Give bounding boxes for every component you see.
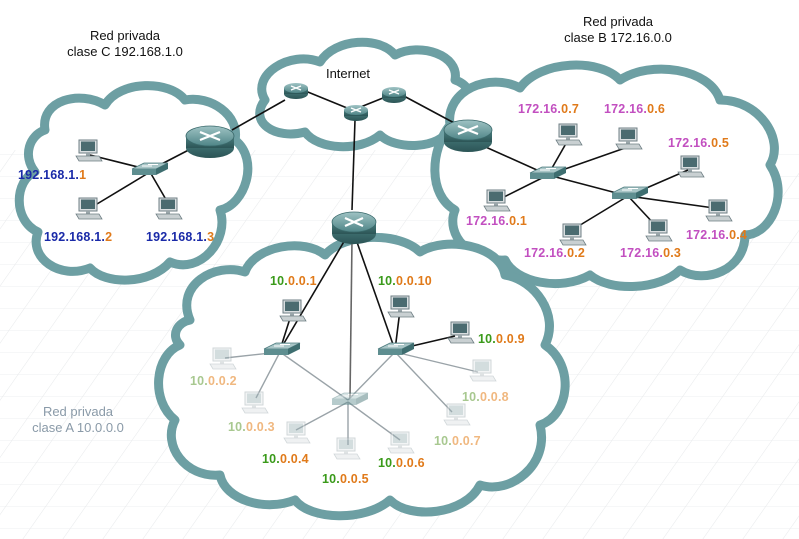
- label-net: 172.16.: [620, 246, 664, 260]
- label-172-16-0-6: 172.16.0.6: [604, 102, 665, 116]
- label-net: 10.: [478, 332, 496, 346]
- router-class-b: [443, 119, 493, 152]
- label-10-0-0-7: 10.0.0.7: [434, 434, 481, 448]
- caption-internet: Internet: [318, 66, 378, 82]
- label-host: 1: [79, 168, 87, 182]
- label-net: 10.: [190, 374, 208, 388]
- label-host: 0.0.7: [451, 434, 481, 448]
- label-net: 192.168.1.: [44, 230, 106, 244]
- label-host: 0.3: [663, 246, 682, 260]
- label-host: 2: [105, 230, 113, 244]
- label-host: 0.0.8: [479, 390, 509, 404]
- label-host: 0.0.6: [395, 456, 425, 470]
- label-172-16-0-1: 172.16.0.1: [466, 214, 527, 228]
- router-internet-1: [284, 83, 308, 99]
- label-net: 10.: [270, 274, 288, 288]
- label-net: 172.16.: [466, 214, 510, 228]
- label-10-0-0-1: 10.0.0.1: [270, 274, 317, 288]
- label-host: 0.4: [729, 228, 748, 242]
- caption-private-a-line1: Red privada: [42, 404, 114, 419]
- label-host: 0.0.2: [207, 374, 237, 388]
- label-net: 172.16.: [518, 102, 562, 116]
- class-a-cloud: [154, 232, 570, 521]
- caption-private-b: Red privada clase B 172.16.0.0: [548, 14, 688, 46]
- caption-private-b-line1: Red privada: [582, 14, 654, 29]
- label-10-0-0-8: 10.0.0.8: [462, 390, 509, 404]
- label-net: 10.: [262, 452, 280, 466]
- label-172-16-0-2: 172.16.0.2: [524, 246, 585, 260]
- label-172-16-0-7: 172.16.0.7: [518, 102, 579, 116]
- label-net: 192.168.1.: [18, 168, 80, 182]
- label-net: 10.: [322, 472, 340, 486]
- label-10-0-0-5: 10.0.0.5: [322, 472, 369, 486]
- router-icon: [185, 83, 493, 244]
- label-host: 0.5: [711, 136, 730, 150]
- label-host: 0.0.3: [245, 420, 275, 434]
- label-host: 0.0.10: [395, 274, 432, 288]
- label-net: 10.: [228, 420, 246, 434]
- label-net: 172.16.: [604, 102, 648, 116]
- label-host: 0.7: [561, 102, 580, 116]
- router-internet-2: [344, 105, 368, 121]
- caption-internet-text: Internet: [325, 66, 371, 81]
- label-net: 172.16.: [668, 136, 712, 150]
- label-172-16-0-3: 172.16.0.3: [620, 246, 681, 260]
- label-net: 10.: [378, 456, 396, 470]
- label-192-168-1-3: 192.168.1.3: [146, 230, 214, 244]
- label-172-16-0-5: 172.16.0.5: [668, 136, 729, 150]
- label-192-168-1-2: 192.168.1.2: [44, 230, 112, 244]
- router-class-a: [331, 211, 377, 244]
- label-172-16-0-4: 172.16.0.4: [686, 228, 747, 242]
- label-10-0-0-3: 10.0.0.3: [228, 420, 275, 434]
- label-host: 0.0.1: [287, 274, 317, 288]
- label-net: 10.: [462, 390, 480, 404]
- label-net: 192.168.1.: [146, 230, 208, 244]
- label-host: 3: [207, 230, 215, 244]
- label-10-0-0-6: 10.0.0.6: [378, 456, 425, 470]
- label-10-0-0-2: 10.0.0.2: [190, 374, 237, 388]
- label-net: 10.: [378, 274, 396, 288]
- caption-private-a-line2: clase A 10.0.0.0: [32, 420, 124, 435]
- label-net: 10.: [434, 434, 452, 448]
- label-host: 0.1: [509, 214, 528, 228]
- label-host: 0.6: [647, 102, 666, 116]
- cloud-icon: [14, 37, 783, 521]
- label-host: 0.0.9: [495, 332, 525, 346]
- caption-private-c-line1: Red privada: [89, 28, 161, 43]
- label-192-168-1-1: 192.168.1.1: [18, 168, 86, 182]
- caption-private-b-line2: clase B 172.16.0.0: [564, 30, 672, 45]
- label-10-0-0-10: 10.0.0.10: [378, 274, 432, 288]
- caption-private-c-line2: clase C 192.168.1.0: [67, 44, 183, 59]
- router-internet-3: [382, 87, 406, 103]
- label-host: 0.0.5: [339, 472, 369, 486]
- label-10-0-0-4: 10.0.0.4: [262, 452, 309, 466]
- label-host: 0.2: [567, 246, 586, 260]
- label-net: 172.16.: [524, 246, 568, 260]
- label-host: 0.0.4: [279, 452, 309, 466]
- caption-private-a: Red privada clase A 10.0.0.0: [18, 404, 138, 436]
- label-10-0-0-9: 10.0.0.9: [478, 332, 525, 346]
- caption-private-c: Red privada clase C 192.168.1.0: [60, 28, 190, 60]
- label-net: 172.16.: [686, 228, 730, 242]
- router-class-c: [185, 125, 235, 158]
